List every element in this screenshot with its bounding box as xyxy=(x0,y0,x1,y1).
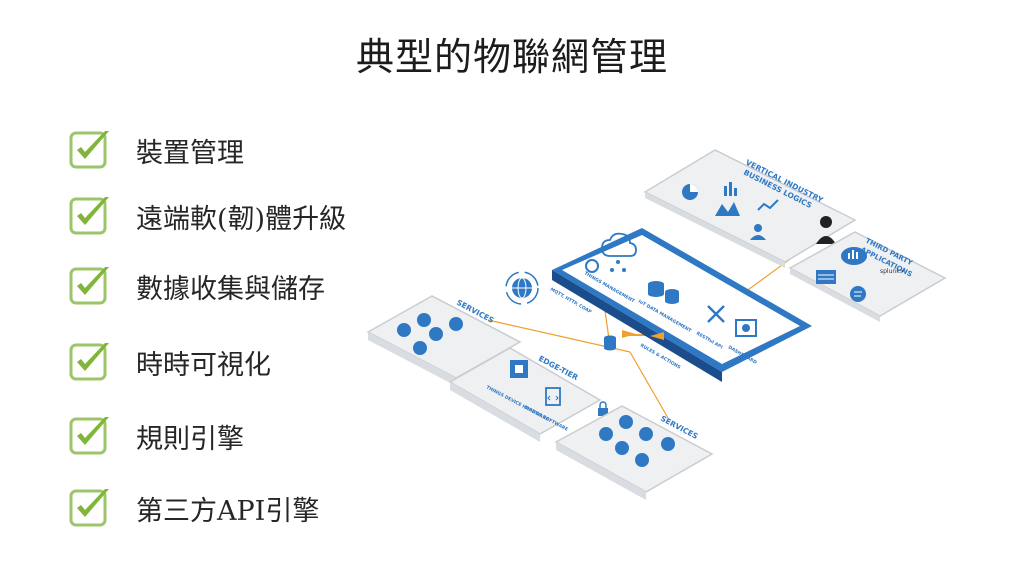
table-icon xyxy=(816,270,836,284)
service-icon xyxy=(661,437,675,451)
database-small-icon xyxy=(604,335,616,351)
service-icons-top xyxy=(397,313,463,355)
pie-chart-icon xyxy=(682,184,698,200)
database-icon xyxy=(648,281,679,304)
check-icon xyxy=(69,267,109,305)
code-file-icon xyxy=(545,387,561,406)
service-icon xyxy=(639,427,653,441)
service-icon xyxy=(615,441,629,455)
feature-item-data-collection: 數據收集與儲存 xyxy=(68,264,325,308)
feature-item-third-party-api: 第三方API引擎 xyxy=(68,486,319,530)
service-icon xyxy=(417,313,431,327)
orange-arrow-icon xyxy=(622,330,664,340)
line-chart-icon xyxy=(757,199,779,211)
user-icon xyxy=(750,224,766,240)
feature-item-rule-engine: 規則引擎 xyxy=(68,414,244,458)
area-chart-icon xyxy=(715,202,740,216)
feature-item-label: 時時可視化 xyxy=(136,349,271,381)
feature-item-device-management: 裝置管理 xyxy=(68,128,244,172)
feature-item-label: 裝置管理 xyxy=(136,137,244,169)
bar-chart-icon xyxy=(724,182,737,196)
feature-item-label: 規則引擎 xyxy=(136,423,244,455)
service-icon xyxy=(635,453,649,467)
service-icon xyxy=(429,327,443,341)
edge-tier-panel: EDGE-TIER THINGS DEVICE HARDWARE THINGS … xyxy=(448,335,616,442)
feature-item-label: 第三方API引擎 xyxy=(136,495,320,527)
check-icon xyxy=(69,489,109,527)
move-arrows-icon xyxy=(707,305,725,323)
service-icon xyxy=(619,415,633,429)
service-icon xyxy=(397,323,411,337)
dashboard-icon xyxy=(735,319,757,337)
check-icon xyxy=(69,197,109,235)
cloud-share-icon xyxy=(601,232,637,272)
iot-architecture-diagram: VERTICAL INDUSTRY BUSINESS LOGICS THIRD … xyxy=(366,149,947,500)
feature-item-visualization: 時時可視化 xyxy=(68,340,271,384)
service-icon xyxy=(413,341,427,355)
chip-icon xyxy=(510,360,528,378)
chat-icon xyxy=(850,286,866,302)
splunk-logo: splunk> xyxy=(880,268,905,275)
feature-item-label: 遠端軟(韌)體升級 xyxy=(136,203,347,235)
globe-sync-icon xyxy=(505,271,539,305)
feature-item-label: 數據收集與儲存 xyxy=(136,273,325,305)
service-icons-bottom xyxy=(599,415,675,467)
person-icon xyxy=(816,216,836,244)
cloud-chart-icon xyxy=(841,247,867,265)
check-icon xyxy=(69,417,109,455)
lock-icon xyxy=(598,401,608,416)
check-icon xyxy=(69,343,109,381)
service-icon xyxy=(599,427,613,441)
slide-title: 典型的物聯網管理 xyxy=(355,35,668,79)
feature-item-remote-update: 遠端軟(韌)體升級 xyxy=(68,194,346,238)
check-icon xyxy=(69,131,109,169)
services-bottom-panel: SERVICES xyxy=(554,405,714,500)
service-icon xyxy=(449,317,463,331)
cog-icon xyxy=(585,259,599,273)
